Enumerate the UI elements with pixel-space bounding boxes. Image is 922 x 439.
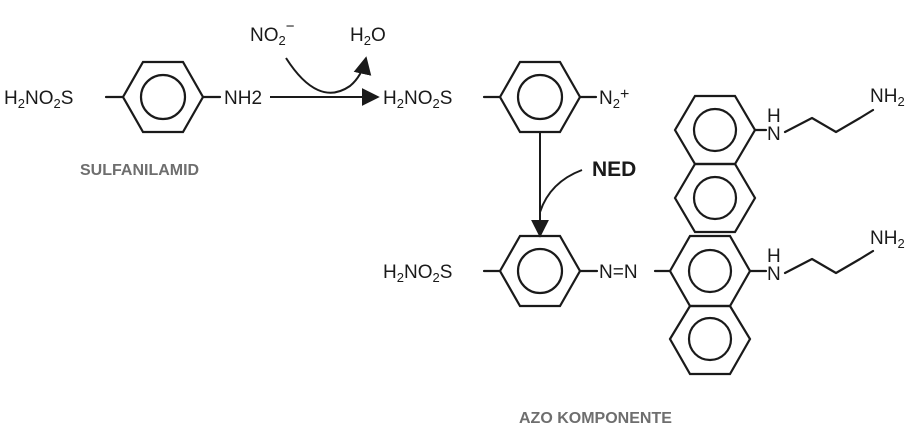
sulfanilamide-molecule: H2NO2S NH2 SULFANILAMID bbox=[4, 60, 262, 179]
ned-terminal-amine: NH2 bbox=[870, 86, 905, 109]
benzene-ring bbox=[498, 234, 582, 308]
aromatic-circle bbox=[139, 73, 187, 121]
naphthalene-ring-bottom bbox=[673, 162, 757, 234]
amine-hydrogen: H bbox=[767, 106, 781, 127]
ned-curved-line bbox=[539, 169, 583, 213]
diazonium-group: N2+ bbox=[599, 86, 629, 111]
aromatic-circle bbox=[687, 248, 733, 294]
amino-group: NH2 bbox=[224, 88, 262, 109]
naphthalene-ring-top bbox=[668, 234, 752, 308]
sulfanilamide-label: SULFANILAMID bbox=[80, 162, 199, 179]
nitrite-label: NO2− bbox=[250, 18, 295, 48]
ned-label: NED bbox=[592, 158, 636, 181]
diazonium-sulfonamide-group: H2NO2S bbox=[383, 88, 452, 111]
aromatic-circle bbox=[692, 107, 738, 153]
ethylenediamine-chain bbox=[783, 108, 875, 134]
product-sulfonamide-group: H2NO2S bbox=[383, 262, 452, 285]
amine-nitrogen: N bbox=[767, 124, 781, 145]
azo-linkage: N=N bbox=[599, 262, 638, 283]
product-terminal-amine: NH2 bbox=[870, 228, 905, 251]
water-label: H2O bbox=[350, 25, 386, 48]
aromatic-circle bbox=[692, 175, 738, 221]
ethylenediamine-chain bbox=[783, 249, 875, 275]
azo-product-molecule: H2NO2S N=N H N NH2 AZO KOMPONENTE bbox=[383, 228, 905, 427]
coupling-step: NED bbox=[531, 132, 636, 238]
aromatic-circle bbox=[516, 247, 564, 295]
amine-nitrogen: N bbox=[767, 264, 781, 285]
aromatic-circle bbox=[687, 316, 733, 362]
curved-reagent-arrow bbox=[285, 56, 372, 94]
amine-hydrogen: H bbox=[767, 246, 781, 267]
benzene-ring bbox=[121, 60, 205, 134]
sulfanilamide-sulfonamide-group: H2NO2S bbox=[4, 88, 73, 111]
ned-molecule: H N NH2 bbox=[673, 86, 905, 234]
diazonium-molecule: H2NO2S N2+ bbox=[383, 60, 629, 134]
azo-product-label: AZO KOMPONENTE bbox=[519, 410, 672, 427]
aromatic-circle bbox=[516, 73, 564, 121]
naphthalene-ring-top bbox=[673, 94, 757, 166]
diazotization-step: NO2− H2O bbox=[250, 18, 386, 106]
naphthalene-ring-bottom bbox=[668, 304, 752, 376]
benzene-ring bbox=[498, 60, 582, 134]
